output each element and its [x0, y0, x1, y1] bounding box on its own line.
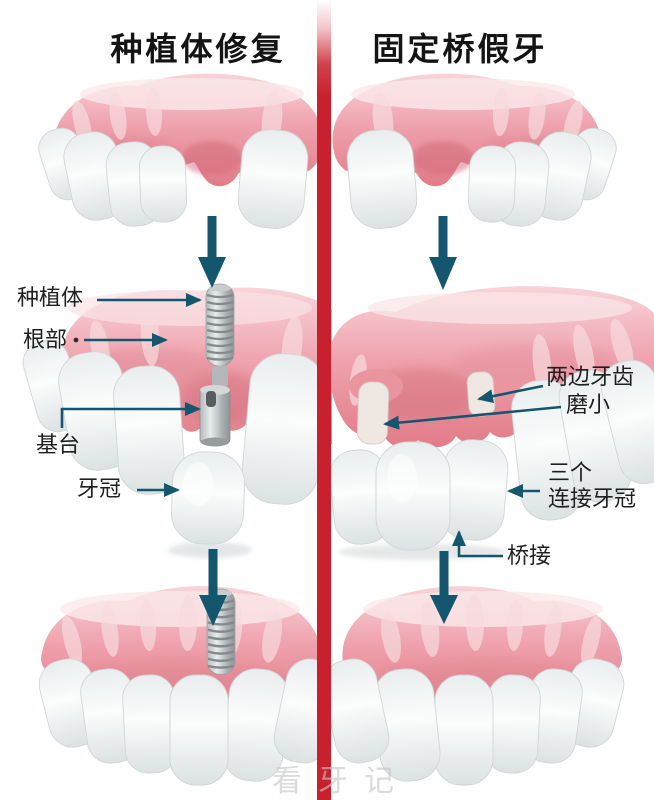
- connected-crowns-line1: 三个: [548, 460, 593, 485]
- implant-result-illustration: [28, 575, 328, 786]
- bridge-preparation-illustration: [328, 286, 654, 560]
- connected-crowns-label: 三个 连接牙冠: [548, 460, 636, 512]
- implant-label: 种植体: [17, 285, 84, 310]
- grind-small-label: 磨小: [566, 392, 611, 417]
- implant-placement-illustration: [22, 282, 333, 558]
- divider-line: [317, 0, 331, 800]
- upper-jaw-missing-tooth-right: [323, 70, 613, 235]
- right-title: 固定桥假牙: [372, 31, 548, 67]
- implant-screw: [204, 282, 236, 388]
- bridge-label: 桥接: [507, 543, 552, 568]
- implant-screw: [205, 587, 237, 676]
- left-title: 种植体修复: [110, 31, 286, 67]
- adjacent-teeth-label: 两边牙齿: [546, 364, 635, 389]
- crown-part: [171, 451, 245, 545]
- connected-crowns-line2: 连接牙冠: [548, 486, 637, 511]
- crown-label: 牙冠: [77, 476, 122, 501]
- three-unit-bridge: [329, 439, 509, 551]
- abutment-part: [199, 385, 231, 447]
- upper-jaw-missing-tooth-left: [42, 70, 332, 235]
- watermark: 看牙记: [272, 765, 410, 798]
- abutment-label: 基台: [36, 432, 81, 457]
- root-label: 根部: [23, 327, 68, 352]
